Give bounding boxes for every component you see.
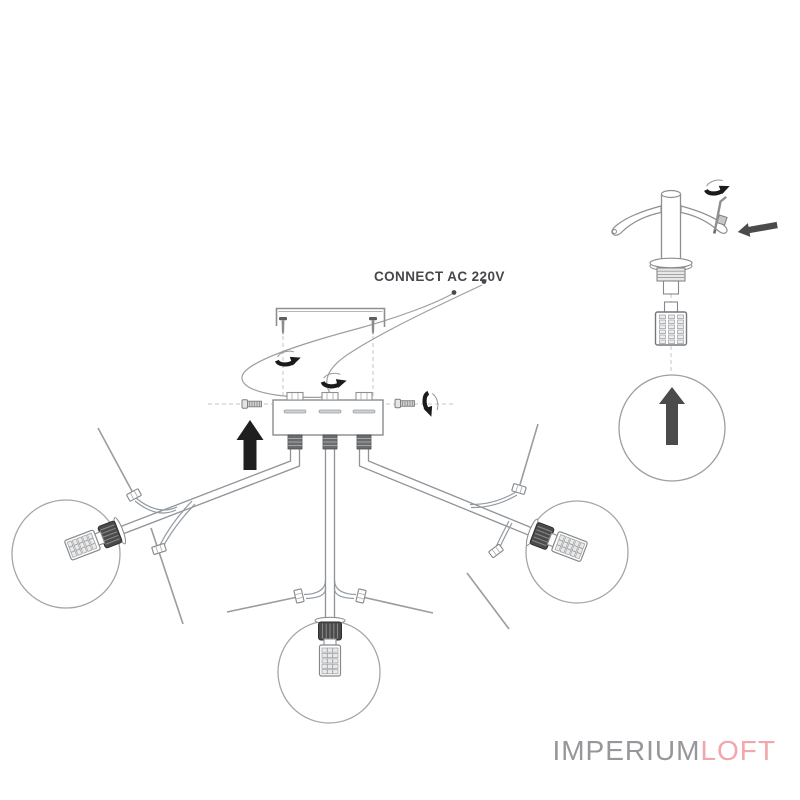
led-module — [318, 638, 342, 677]
up-arrow-icon — [659, 387, 685, 445]
alignment-guides — [208, 294, 672, 405]
glass-globes — [11, 499, 629, 724]
left-globe — [11, 499, 121, 609]
rotate-arrow-icon — [704, 177, 731, 197]
brand-logo-loft: LOFT — [700, 735, 776, 766]
rod-clamp — [151, 542, 167, 556]
rotate-arrow-icon — [322, 372, 348, 390]
side-screw-left — [241, 399, 262, 409]
rotate-arrow-icon — [275, 349, 302, 369]
arm-tip-curl — [612, 229, 617, 234]
brand-logo: IMPERIUMLOFT — [552, 735, 776, 767]
right-globe — [525, 500, 629, 604]
bottom-socket — [314, 616, 346, 677]
power-wires — [241, 284, 483, 398]
left-arrow-icon — [737, 221, 778, 237]
threaded-nipples — [287, 434, 372, 450]
canopy-nuts — [286, 391, 373, 401]
tube-cap — [660, 189, 682, 199]
rotate-arrow-icon — [421, 391, 441, 418]
side-screw-right — [394, 398, 415, 409]
rod-clamp — [487, 543, 505, 559]
ceiling-canopy — [272, 391, 384, 450]
thin-rods — [97, 423, 539, 630]
allen-key-tip — [712, 229, 717, 234]
left-socket — [63, 517, 127, 562]
detail-inset — [611, 177, 778, 482]
up-arrow-icon — [236, 420, 264, 470]
socket-collar — [317, 621, 343, 641]
stem — [662, 280, 680, 295]
bracket-screw — [369, 317, 377, 335]
led-module — [545, 528, 589, 563]
rod-clamp — [125, 488, 143, 502]
bracket-screw — [279, 317, 287, 335]
rod-clamp — [355, 588, 367, 604]
mounting-bracket — [275, 307, 386, 335]
right-socket — [525, 518, 589, 563]
rod-clamp — [293, 588, 305, 604]
connect-label: CONNECT AC 220V — [374, 269, 505, 284]
flange-disc — [649, 257, 693, 269]
connector-neck — [663, 301, 679, 313]
connector-grid — [659, 314, 684, 344]
wire-end-dot — [451, 290, 457, 295]
brand-logo-imperium: IMPERIUM — [552, 735, 701, 766]
allen-key-icon — [713, 196, 727, 232]
wire-end-dot — [481, 279, 487, 284]
led-module — [63, 526, 107, 562]
canopy-slots — [283, 409, 376, 414]
inset-left-arm — [611, 205, 662, 236]
lamp-arms — [119, 449, 532, 618]
